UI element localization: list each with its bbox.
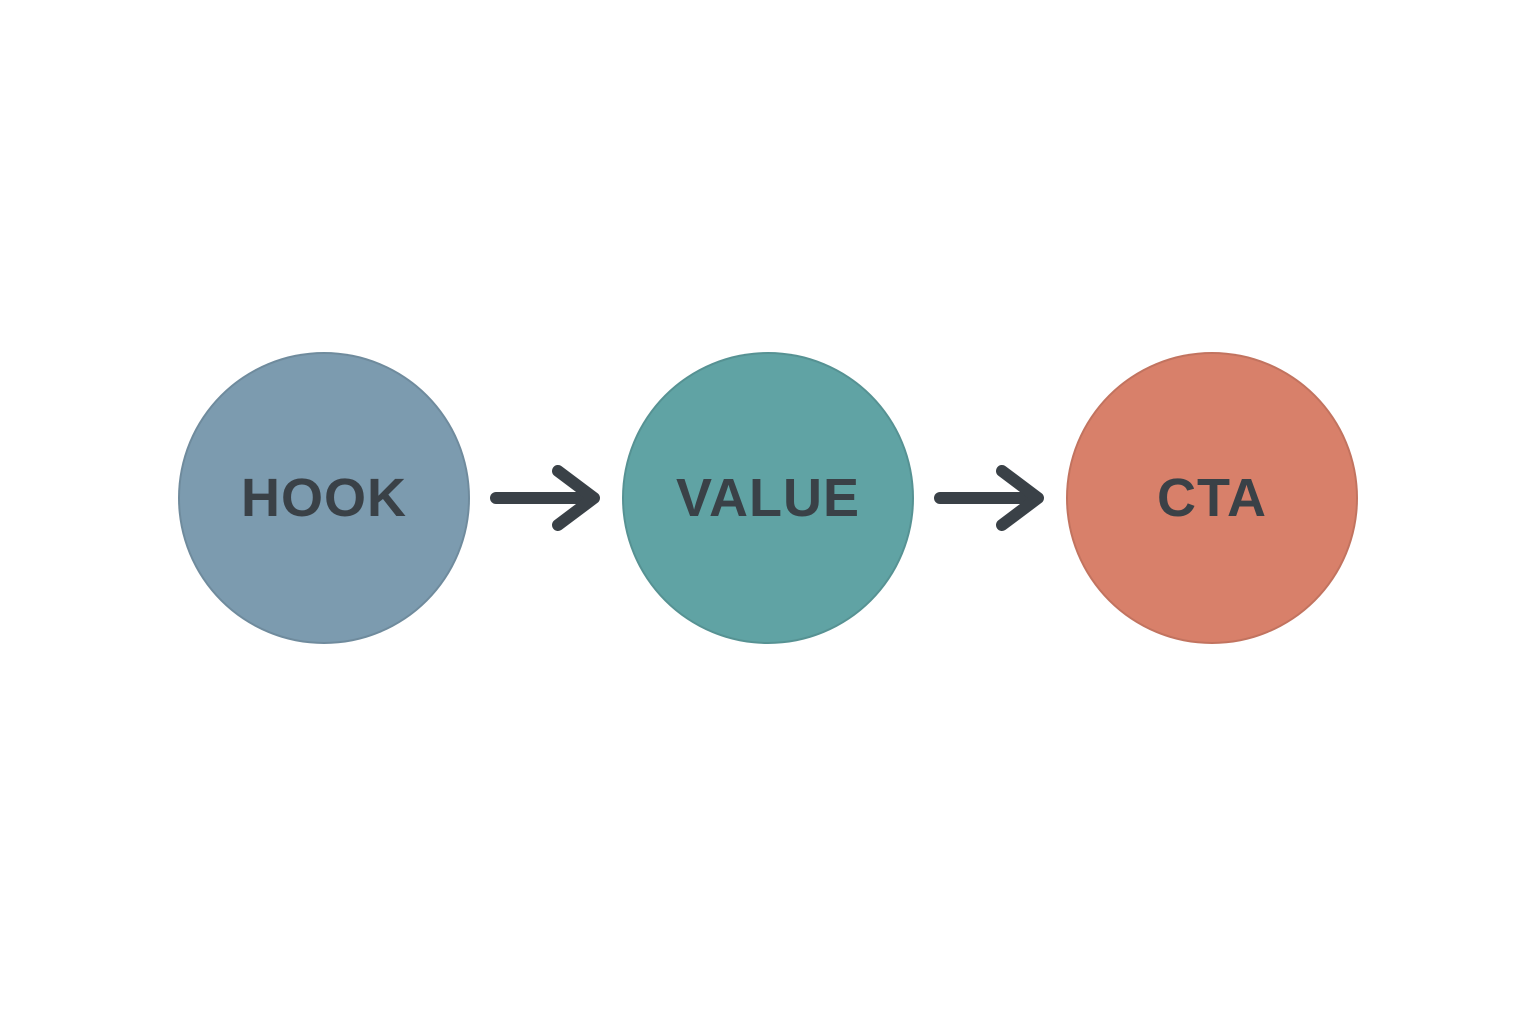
right-arrow-icon [490, 463, 602, 533]
right-arrow-icon [934, 463, 1046, 533]
stage-circle-value: VALUE [622, 352, 914, 644]
stage-circle-hook: HOOK [178, 352, 470, 644]
stage-circle-cta: CTA [1066, 352, 1358, 644]
funnel-flow-row: HOOK VALUE CTA [178, 352, 1358, 644]
stage-label-value: VALUE [675, 468, 860, 528]
stage-label-cta: CTA [1157, 468, 1267, 528]
stage-label-hook: HOOK [241, 468, 407, 528]
